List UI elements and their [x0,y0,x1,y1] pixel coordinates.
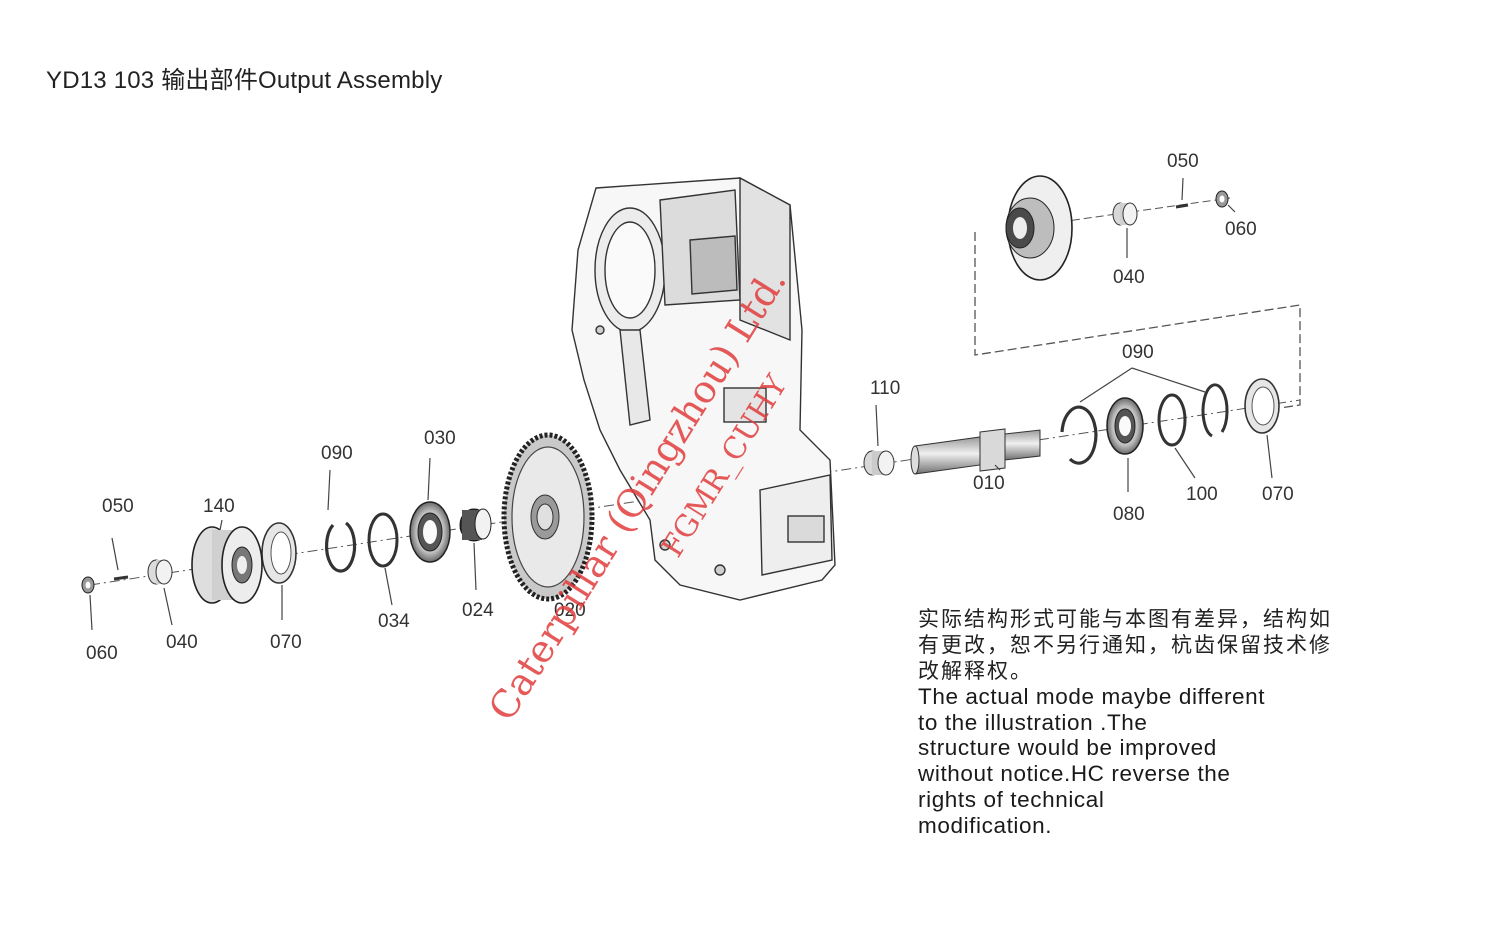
callout-040-left: 040 [166,632,198,653]
callout-040-top: 040 [1113,267,1145,288]
callout-070-right: 070 [1262,484,1294,505]
callout-090-left: 090 [321,443,353,464]
part-030-bearing [409,501,451,563]
callout-110: 110 [870,378,901,399]
part-050-bolt-left [113,575,129,581]
disclaimer-chinese: 实际结构形式可能与本图有差异，结构如有更改，恕不另行通知，杭齿保留技术修改解释权… [918,607,1332,683]
part-090-snap-ring-right-a [1060,405,1098,465]
callout-024: 024 [462,600,494,621]
part-040-washer-top [1112,202,1138,226]
callout-060-top: 060 [1225,219,1257,240]
page-title: YD13 103 输出部件Output Assembly [46,67,443,94]
gearbox-housing [571,176,836,601]
part-024-bearing-race [459,508,492,542]
callout-100: 100 [1186,484,1218,505]
part-090-snap-ring-left [324,521,357,573]
callout-050-left: 050 [102,496,134,517]
disclaimer-english: The actual mode maybe different to the i… [918,684,1266,838]
part-034-ring [367,512,399,568]
part-010-shaft [910,428,1041,475]
callout-010: 010 [973,473,1005,494]
part-090-snap-ring-right-b [1201,383,1229,438]
callout-050-top: 050 [1167,151,1199,172]
part-070-seal-right [1244,378,1280,434]
callout-080: 080 [1113,504,1145,525]
part-100-ring [1157,393,1187,447]
part-080-bearing [1106,397,1144,455]
sub-assembly-link-line [974,232,1301,409]
part-040-washer-left [147,559,173,585]
callout-090-right: 090 [1122,342,1154,363]
part-140-flange [191,526,263,604]
callout-034: 034 [378,611,410,632]
part-110-spacer [863,450,895,476]
part-070-seal-left [261,522,297,584]
part-060-nut-left [81,576,95,594]
callout-030: 030 [424,428,456,449]
part-050-bolt-top [1175,203,1189,209]
part-020-gear [501,432,595,602]
callout-070-left: 070 [270,632,302,653]
leader-lines [89,177,1273,631]
upper-axis-centerline [1059,197,1231,223]
callout-060-left: 060 [86,643,118,664]
upper-flange-assembly [1005,175,1073,281]
part-060-nut-top [1215,190,1229,208]
callout-140: 140 [203,496,235,517]
callout-020: 020 [554,600,586,621]
